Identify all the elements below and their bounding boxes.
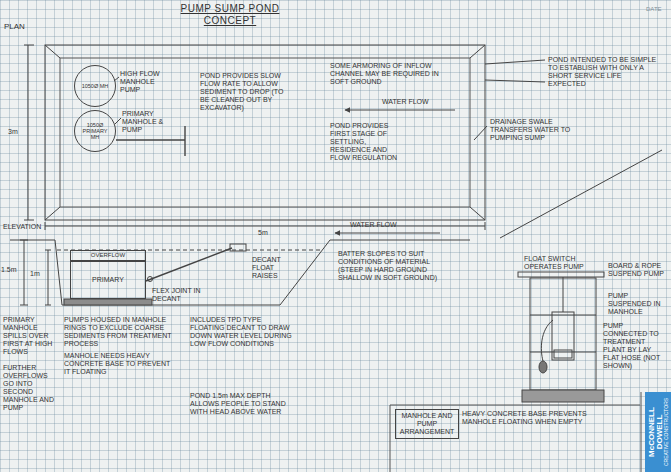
note-text: PRIMARY MANHOLE & PUMP — [122, 110, 172, 134]
note-text: BATTER SLOPES TO SUIT CONDITIONS OF MATE… — [338, 250, 442, 282]
logo-tagline: CREATIVE CONSTRUCTORS — [664, 392, 669, 472]
note-text: WATER FLOW — [350, 221, 410, 229]
suspension-board — [518, 272, 604, 277]
company-logo: McCONNELL DOWELLCREATIVE CONSTRUCTORS — [645, 392, 671, 472]
node-text: OVERFLOW — [73, 252, 143, 259]
plan-view — [24, 45, 545, 230]
dimension-line — [45, 222, 485, 230]
note-text: PRIMARY MANHOLE SPILLS OVER FIRST AT HIG… — [3, 316, 59, 356]
note-text: WATER FLOW — [382, 98, 442, 106]
node-text: MANHOLE AND PUMP ARRANGEMENT — [398, 412, 456, 435]
decant-float — [230, 244, 246, 251]
overflow-box: OVERFLOW — [70, 250, 146, 261]
flex-joint — [148, 277, 153, 282]
pond-outline — [45, 45, 485, 220]
divider-line — [500, 150, 662, 238]
note-text: DECANT FLOAT RAISES — [252, 256, 300, 280]
primary-manhole-box: PRIMARY — [70, 261, 146, 299]
note-text: 3m — [8, 128, 26, 136]
note-text: FLOAT SWITCH OPERATES PUMP — [524, 255, 604, 271]
float-switch — [539, 361, 547, 373]
note-text: PUMP CONNECTED TO TREATMENT PLANT BY LAY… — [603, 322, 667, 370]
float-cable — [541, 320, 553, 361]
manhole-circle: 1050Ø PRIMARY MH — [74, 110, 116, 152]
note-text: POND PROVIDES SLOW FLOW RATE TO ALLOW SE… — [200, 72, 286, 112]
node-text: 1050Ø PRIMARY MH — [80, 122, 110, 140]
note-text: ELEVATION — [3, 223, 43, 231]
sheet-title: PUMP SUMP POND CONCEPT — [165, 3, 295, 26]
manhole-circle: 1050Ø MH — [74, 65, 116, 107]
note-text: PUMP SUSPENDED IN MANHOLE — [608, 292, 666, 316]
pump-intake — [554, 350, 572, 358]
node-text: 1050Ø MH — [80, 83, 110, 89]
note-text: MANHOLE NEEDS HEAVY CONCRETE BASE TO PRE… — [64, 352, 176, 376]
note-text: INCLUDES TPD TYPE FLOATING DECANT TO DRA… — [190, 316, 294, 348]
note-text: FLEX JOINT IN DECANT — [152, 287, 214, 303]
concrete-base — [522, 390, 604, 402]
note-text: 1.5m — [1, 266, 19, 274]
note-text: HEAVY CONCRETE BASE PREVENTS MANHOLE FLO… — [462, 410, 612, 426]
dimension-line — [20, 240, 28, 305]
note-text: POND 1.5m MAX DEPTH ALLOWS PEOPLE TO STA… — [190, 392, 300, 416]
note-text: FURTHER OVERFLOWS GO INTO SECOND MANHOLE… — [3, 364, 59, 412]
note-text: PUMPS HOUSED IN MANHOLE RINGS TO EXCLUDE… — [64, 316, 176, 348]
note-text: PLAN — [4, 22, 44, 31]
pump-body — [552, 312, 574, 360]
dimension-line — [45, 250, 51, 305]
inflow-channel — [485, 60, 545, 82]
dimension-line — [24, 45, 34, 220]
note-text: POND INTENDED TO BE SIMPLE TO ESTABLISH … — [548, 56, 660, 88]
leader-line — [114, 77, 487, 140]
drawing-title-box: MANHOLE AND PUMP ARRANGEMENT — [395, 409, 459, 439]
note-text: 1m — [30, 270, 44, 278]
flow-arrow — [345, 110, 455, 111]
node-text: PRIMARY — [73, 276, 143, 284]
batter-line — [45, 45, 485, 220]
note-text: BOARD & ROPE SUSPEND PUMP — [608, 262, 666, 278]
elevation-view — [10, 233, 470, 305]
ring-joint — [530, 315, 596, 352]
rope — [563, 277, 564, 312]
decant-pipe — [146, 248, 232, 281]
note-text: DRAINAGE SWALE TRANSFERS WATER TO PUMPIN… — [490, 118, 572, 142]
note-text: HIGH FLOW MANHOLE PUMP — [120, 70, 170, 94]
title-block — [390, 392, 641, 472]
concrete-base — [64, 299, 152, 305]
flow-arrow — [335, 233, 440, 234]
note-text: POND PROVIDES FIRST STAGE OF SETTLING, R… — [330, 122, 408, 162]
pond-section — [10, 240, 470, 305]
note-text: SOME ARMORING OF INFLOW CHANNEL MAY BE R… — [330, 62, 458, 86]
note-text: 5m — [258, 229, 278, 237]
note-text: DATE — [646, 6, 670, 13]
logo-name: McCONNELL DOWELL — [648, 392, 664, 472]
title-block-line — [390, 392, 641, 472]
manhole-rings — [530, 278, 596, 390]
pond-base — [60, 58, 470, 207]
